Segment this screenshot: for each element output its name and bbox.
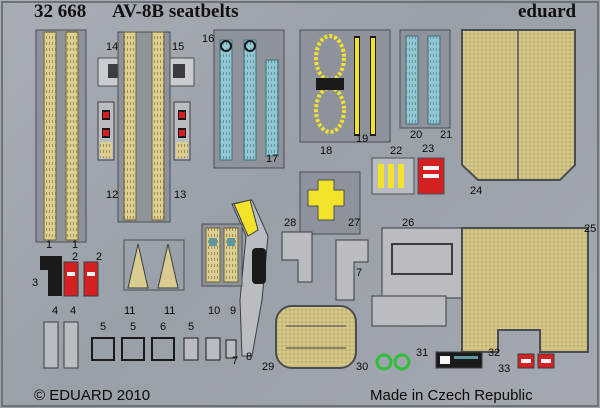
part-number: 25 [584,223,597,235]
part-number: 31 [416,347,429,359]
part-number: 7 [356,267,363,279]
part-number: 18 [320,145,333,157]
green-rings-30 [375,353,411,371]
brand-name: eduard [518,1,577,22]
part-number: 14 [106,41,119,53]
headrest-27 [299,171,361,235]
belt-group-16-17 [213,29,285,169]
copyright-text: © EDUARD 2010 [34,387,151,404]
part-number: 4 [52,305,59,317]
part-number: 5 [130,321,137,333]
part-number: 9 [230,305,237,317]
part-number: 7 [232,355,239,367]
origin-text: Made in Czech Republic [370,387,533,404]
part-number: 4 [70,305,77,317]
part-number: 26 [402,217,415,229]
part-number: 2 [96,251,103,263]
part-number: 20 [410,129,423,141]
part-number: 8 [246,351,253,363]
part-number: 27 [348,217,361,229]
red-tags-33 [517,353,555,369]
part-number: 12 [106,189,119,201]
belt-group-12-15 [97,31,195,223]
part-number: 21 [440,129,453,141]
belt-fittings-1-3 [40,256,99,297]
panel-26 [371,227,463,327]
belt-pair-9-10 [201,223,243,287]
part-number: 28 [284,217,297,229]
seat-pan-25 [461,227,589,353]
part-number: 13 [174,189,187,201]
product-title: AV-8B seatbelts [112,1,239,22]
part-number: 3 [32,277,39,289]
cushion-29 [275,305,357,369]
part-number: 11 [124,305,136,317]
part-number: 30 [356,361,369,373]
part-number: 17 [266,153,279,165]
strap-8 [231,199,269,357]
part-number: 16 [202,33,215,45]
part-number: 33 [498,363,511,375]
bottom-fittings [43,321,237,369]
seat-cushion-24 [461,29,576,181]
product-code: 32 668 [34,1,87,22]
belt-group-18-19 [299,29,391,143]
belt-group-20-21 [399,29,451,129]
bracket-28 [281,231,369,301]
part-number: 29 [262,361,275,373]
placard-31 [435,351,483,369]
part-number: 5 [100,321,107,333]
part-number: 2 [72,251,79,263]
part-number: 15 [172,41,185,53]
part-number: 5 [188,321,195,333]
part-number: 24 [470,185,483,197]
buckle-set-22-23 [371,157,445,195]
belt-tips-11 [123,239,185,291]
part-number: 22 [390,145,403,157]
belt-pair-left [35,29,87,243]
part-number: 10 [208,305,221,317]
part-number: 11 [164,305,176,317]
part-number: 1 [46,239,53,251]
part-number: 19 [356,133,369,145]
part-number: 6 [160,321,167,333]
part-number: 32 [488,347,501,359]
part-number: 1 [72,239,79,251]
part-number: 23 [422,143,435,155]
